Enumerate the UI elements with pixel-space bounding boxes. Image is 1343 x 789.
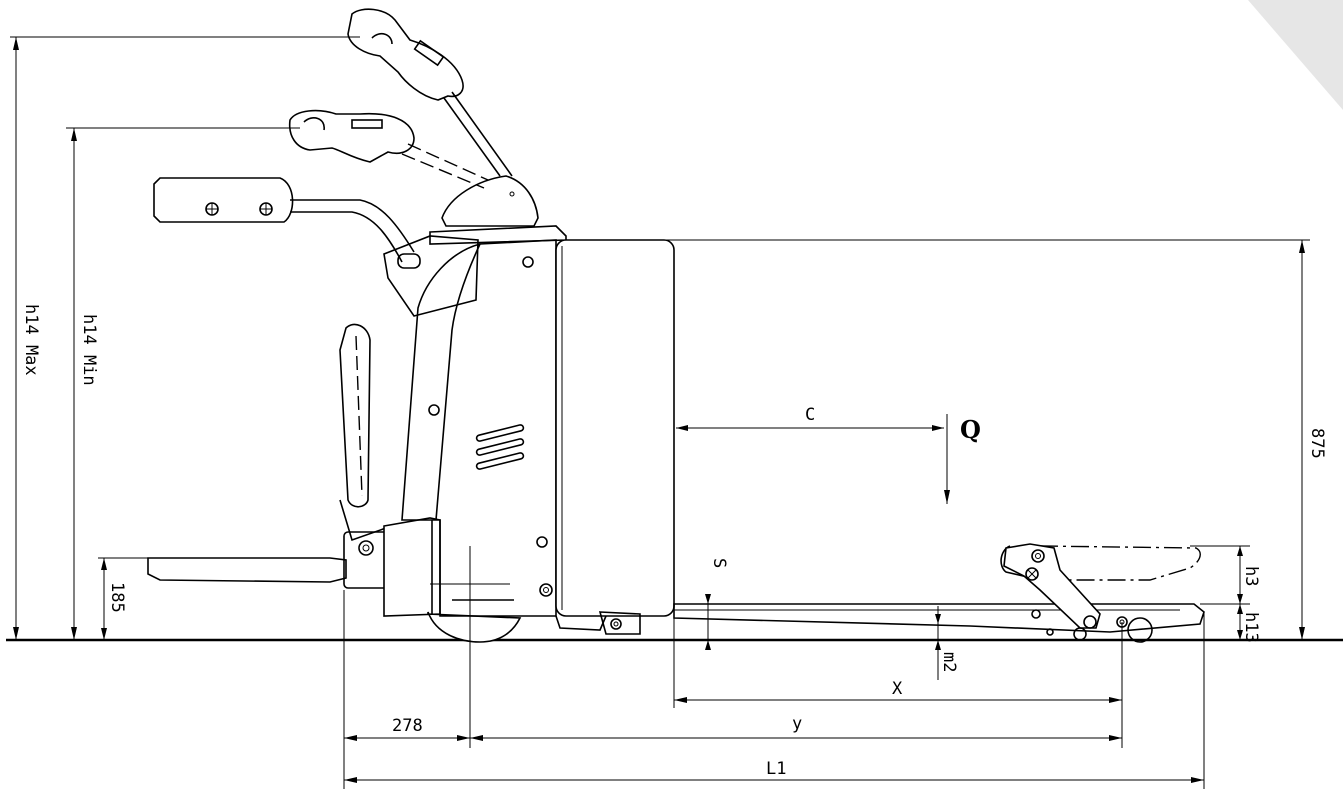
backrest-pad	[339, 323, 387, 542]
vent-slots	[475, 424, 525, 470]
tiller-handle-min-position	[288, 109, 489, 189]
tiller-head-bolt	[509, 191, 515, 197]
dim-c-load-center	[676, 414, 950, 504]
main-chassis	[401, 239, 675, 635]
label-x: X	[892, 679, 903, 699]
label-h14-max: h14 Max	[21, 304, 41, 376]
dim-s	[705, 594, 711, 650]
dim-m2	[935, 606, 941, 680]
load-roller-linkage	[1000, 543, 1201, 643]
dim-h14-min	[66, 127, 300, 640]
dim-platform-height	[98, 557, 150, 640]
dim-chassis-height	[566, 239, 1310, 640]
label-m2: m2	[939, 652, 959, 672]
label-l1: L1	[766, 759, 786, 779]
label-h14-min: h14 Min	[79, 314, 99, 386]
dim-h14-max	[10, 36, 360, 640]
label-278: 278	[392, 716, 423, 736]
label-y: y	[792, 714, 802, 734]
page-corner-fold	[1248, 0, 1343, 110]
label-185: 185	[107, 582, 127, 613]
tiller-handle-max-position	[347, 8, 513, 177]
extension-lines	[343, 546, 1205, 789]
label-q: Q	[960, 415, 981, 444]
tiller-head	[441, 175, 539, 227]
side-grab-handle	[153, 177, 479, 317]
dim-l1	[344, 777, 1204, 783]
label-s: S	[709, 558, 729, 568]
dim-h3-h13	[1190, 545, 1250, 640]
dim-278-y	[344, 735, 1122, 741]
label-875: 875	[1307, 428, 1327, 459]
tiller-mount	[429, 225, 567, 245]
label-h13: h13	[1241, 612, 1261, 643]
label-h3: h3	[1241, 566, 1261, 586]
label-c: C	[805, 405, 815, 425]
operator-platform	[147, 531, 389, 589]
drive-unit	[383, 517, 522, 643]
dim-x	[674, 697, 1122, 703]
